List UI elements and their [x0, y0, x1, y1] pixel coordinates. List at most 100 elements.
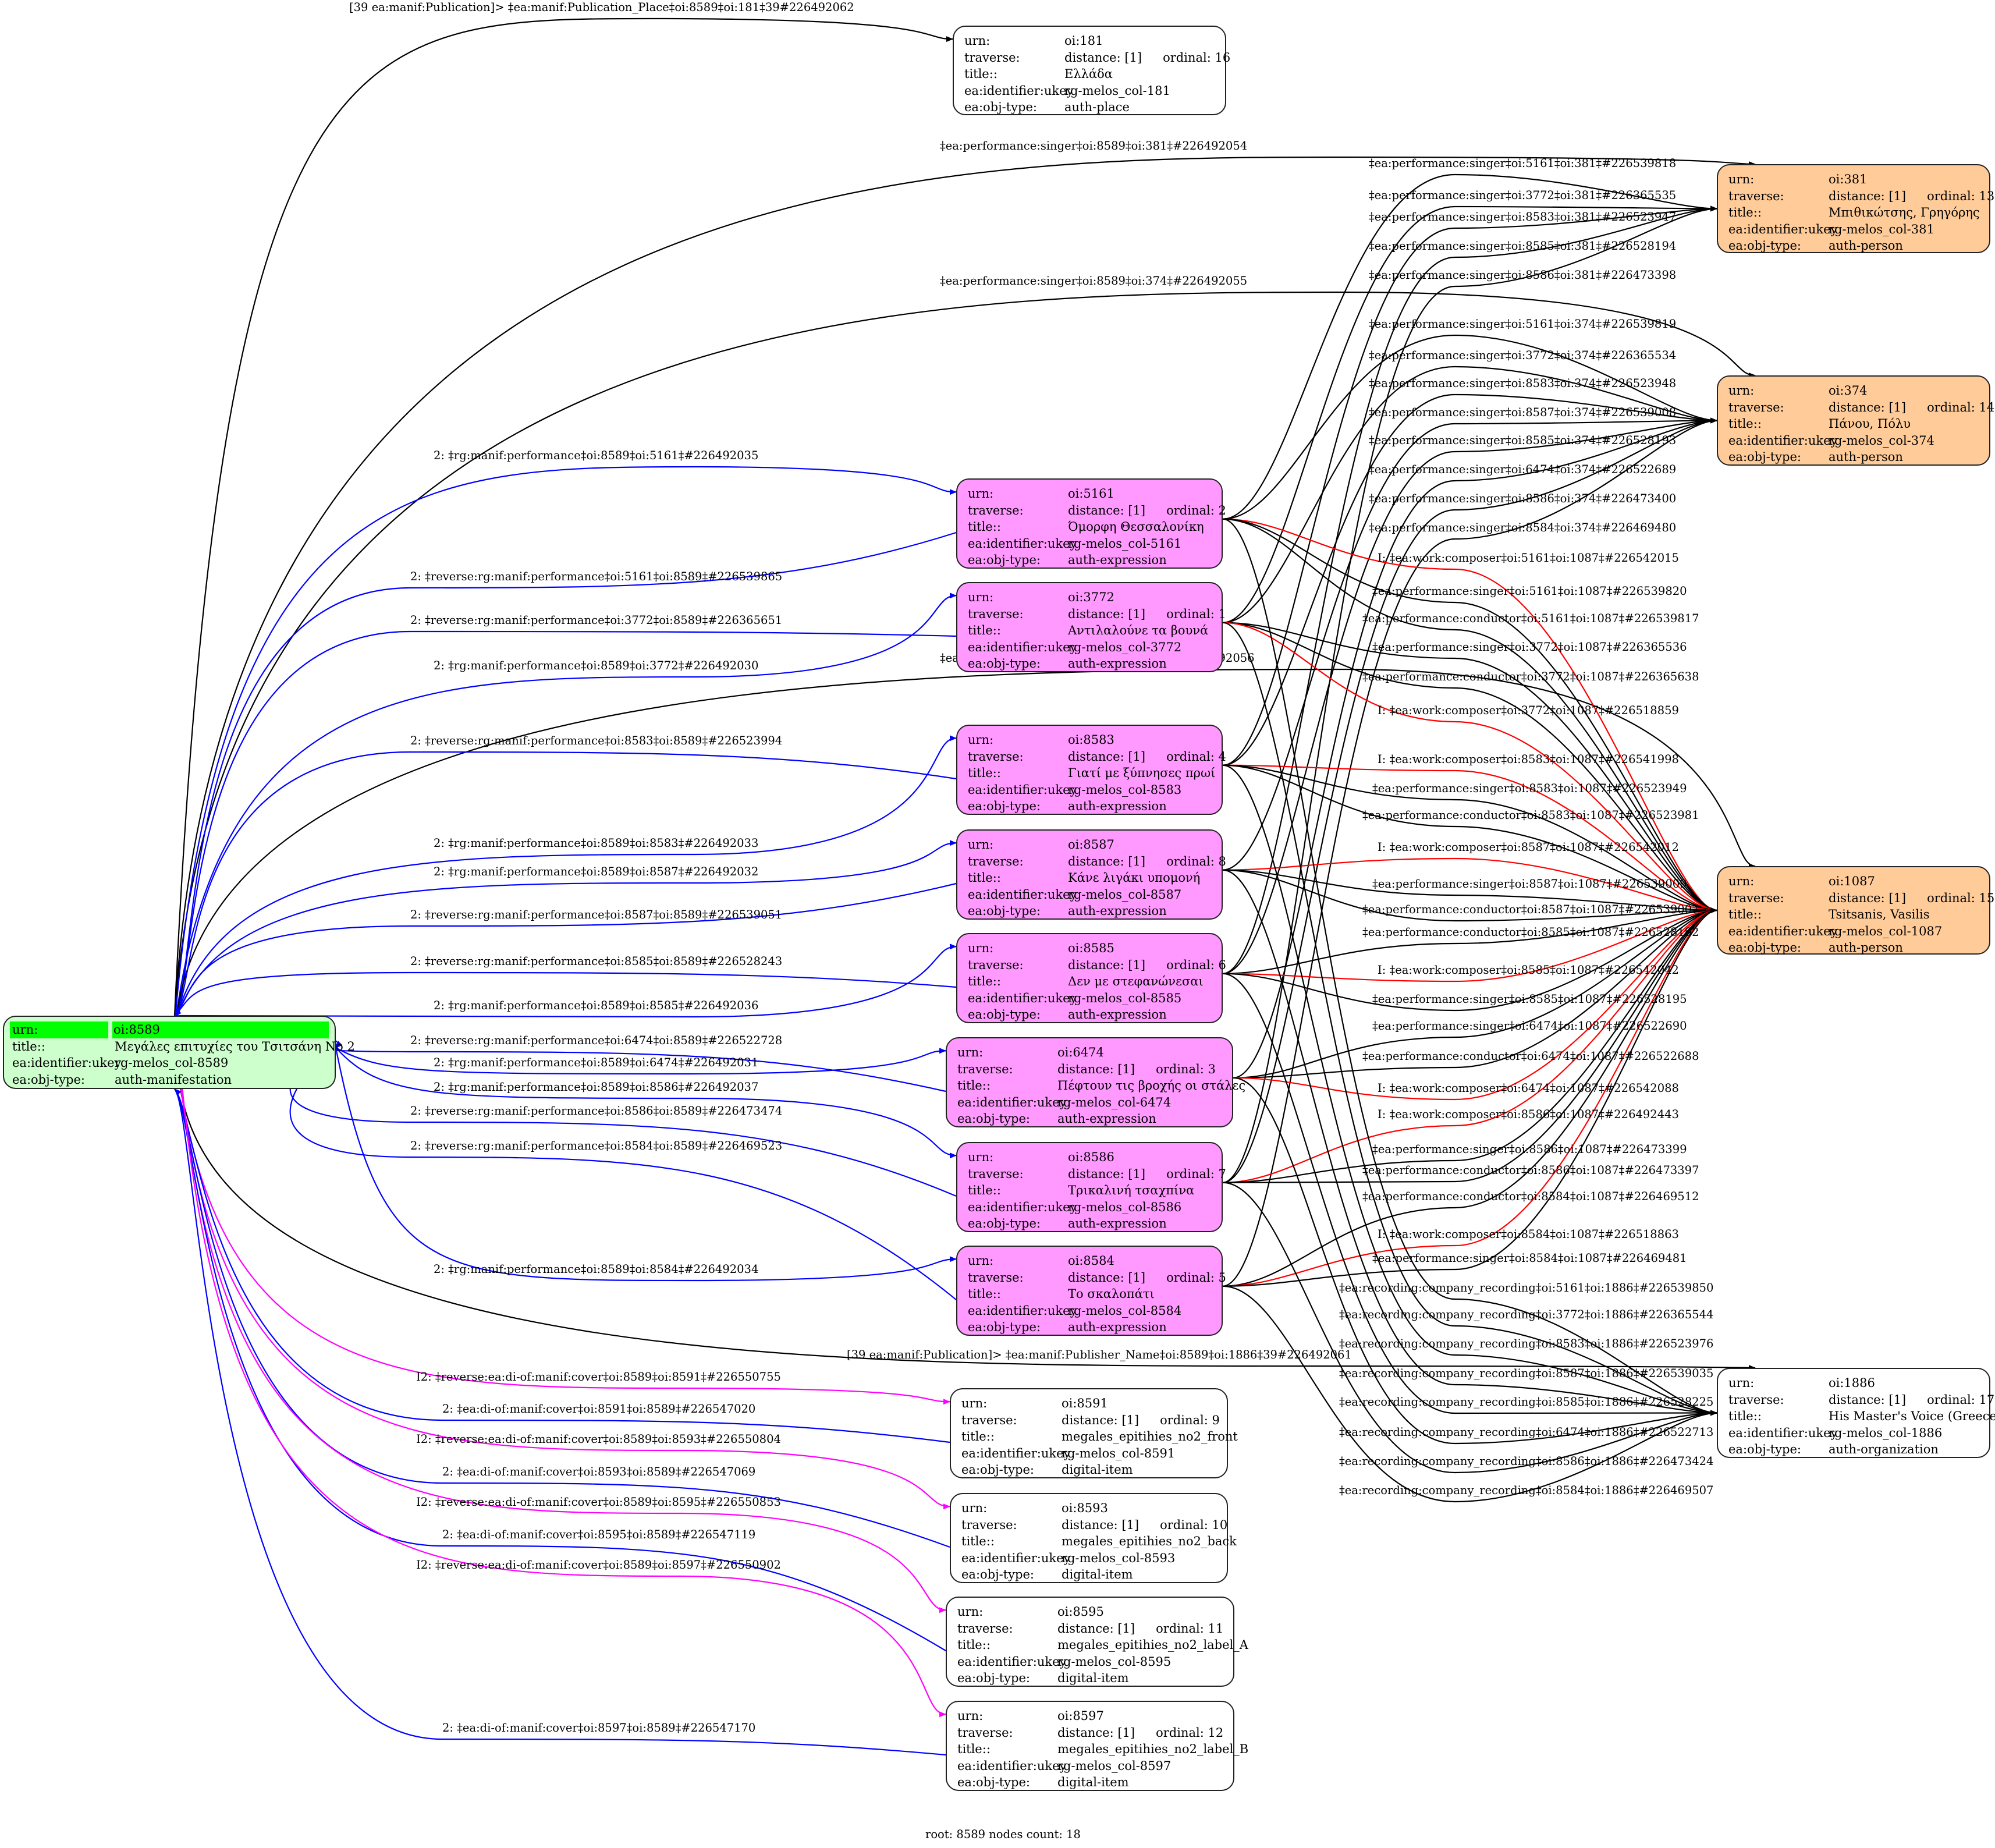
row-value-ukey: rg-melos_col-5161	[1068, 536, 1182, 551]
edge-label: ‡ea:recording:company_recording‡oi:3772‡…	[1339, 1308, 1714, 1321]
node-row-urn: urn:oi:8591	[961, 1395, 1216, 1412]
row-value-ordinal: ordinal: 1	[1166, 606, 1226, 621]
edge-label: 2: ‡ea:di-of:manif:cover‡oi:8591‡oi:8589…	[442, 1402, 756, 1416]
edge-label: ‡ea:performance:singer‡oi:5161‡oi:374‡#2…	[1369, 317, 1677, 331]
edge-label: ‡ea:performance:singer‡oi:8585‡oi:381‡#2…	[1369, 239, 1677, 253]
edge-label: ‡ea:recording:company_recording‡oi:8587‡…	[1339, 1367, 1714, 1380]
row-value-ordinal: ordinal: 11	[1156, 1621, 1224, 1636]
row-key: traverse:	[961, 1413, 1017, 1427]
row-key: title::	[957, 1742, 991, 1756]
node-row-urn: urn:oi:181	[964, 33, 1215, 49]
edge-label: ‡ea:performance:conductor‡oi:8584‡oi:108…	[1362, 1190, 1699, 1203]
edge-8589-to-8583	[176, 735, 957, 1016]
row-value-title: megales_epitihies_no2_front	[1062, 1430, 1238, 1443]
node-row-traverse: traverse:distance: [1]ordinal: 7	[968, 1166, 1226, 1183]
row-key: traverse:	[968, 1166, 1024, 1181]
edge-label: ‡ea:recording:company_recording‡oi:6474‡…	[1339, 1425, 1714, 1439]
row-key: ea:obj-type:	[957, 1671, 1030, 1685]
row-value-objtype: auth-person	[1829, 941, 1903, 955]
edge-8589-to-5161	[175, 466, 957, 1016]
row-key: title::	[1728, 205, 1762, 219]
row-value-urn: oi:1886	[1829, 1376, 1875, 1390]
node-row-urn: urn:oi:8585	[968, 940, 1211, 957]
node-row-title: title::Όμορφη Θεσσαλονίκη	[968, 519, 1211, 535]
node-row-title: title::Δεν με στεφανώνεσαι	[968, 973, 1211, 990]
edge-label: 2: ‡ea:di-of:manif:cover‡oi:8595‡oi:8589…	[442, 1528, 756, 1541]
row-key: traverse:	[1728, 1392, 1784, 1407]
row-value-ukey: rg-melos_col-1087	[1829, 924, 1943, 938]
row-value-title: Tsitsanis, Vasilis	[1829, 907, 1930, 921]
edge-3772-to-1087	[1222, 622, 1717, 913]
row-key: traverse:	[968, 957, 1024, 972]
node-row-traverse: traverse:distance: [1]ordinal: 14	[1728, 399, 1994, 416]
row-key: ea:identifier:ukey	[957, 1758, 1067, 1773]
edge-3772-to-374	[1222, 366, 1717, 623]
row-value-ukey: rg-melos_col-8593	[1062, 1551, 1176, 1565]
row-value-objtype: auth-expression	[1068, 799, 1167, 813]
edge-label: 2: ‡rg:manif:performance‡oi:8589‡oi:8585…	[434, 999, 759, 1012]
node-row-traverse: traverse:distance: [1]ordinal: 15	[1728, 890, 1994, 907]
edge-label: ‡ea:performance:singer‡oi:3772‡oi:1087‡#…	[1372, 640, 1687, 654]
edge-8583-to-1886	[1222, 764, 1717, 1416]
edge-8589-to-8595	[181, 1088, 946, 1613]
node-row-title: title::Γιατί με ξύπνησες πρωί	[968, 765, 1215, 782]
row-value-ordinal: ordinal: 14	[1927, 400, 1995, 414]
node-row-traverse: traverse:distance: [1]ordinal: 11	[957, 1620, 1223, 1637]
row-value-title: Πέφτουν τις βροχής οι στάλες	[1057, 1079, 1246, 1093]
node-row-objtype: ea:obj-type:auth-expression	[968, 655, 1211, 672]
edge-8584-to-1886	[1222, 1285, 1717, 1503]
edge-8589-to-381	[174, 156, 1756, 1016]
edge-label: ‡ea:performance:conductor‡oi:8586‡oi:108…	[1362, 1164, 1699, 1177]
row-value-ukey: rg-melos_col-6474	[1057, 1095, 1172, 1109]
row-key: ea:identifier:ukey	[957, 1654, 1067, 1669]
edge-label: 2: ‡reverse:rg:manif:performance‡oi:8584…	[410, 1139, 783, 1152]
row-key: urn:	[968, 1254, 994, 1268]
row-key: ea:identifier:ukey	[968, 991, 1077, 1005]
edge-label: ‡ea:performance:singer‡oi:8583‡oi:374‡#2…	[1369, 377, 1677, 390]
node-row: title::Μεγάλες επιτυχίες του Τσιτσάνη No…	[10, 1038, 355, 1055]
row-key: title::	[961, 1534, 995, 1548]
edge-label: I2: ‡reverse:ea:di-of:manif:cover‡oi:858…	[416, 1432, 781, 1446]
node-row-title: title::Πάνου, Πόλυ	[1728, 416, 1979, 432]
row-value-distance: distance: [1]	[1068, 1166, 1146, 1181]
row-key: ea:identifier:ukey	[964, 83, 1074, 98]
node-row-urn: urn:oi:381	[1728, 171, 1979, 188]
edge-label: ‡ea:performance:conductor‡oi:5161‡oi:108…	[1362, 612, 1699, 625]
row-key: title::	[964, 67, 997, 81]
row-key: traverse:	[968, 854, 1024, 868]
node-row-title: title::Κάνε λιγάκι υπομονή	[968, 870, 1211, 886]
row-value-ukey: rg-melos_col-8583	[1068, 782, 1182, 797]
edge-8585-to-1087	[1222, 907, 1717, 1012]
row-value-distance: distance: [1]	[1057, 1725, 1135, 1740]
edge-8587-to-1087	[1222, 857, 1717, 913]
row-key: title::	[1728, 907, 1762, 921]
edge-8585-to-1087	[1222, 907, 1717, 974]
row-value-title: Αντιλαλούνε τα βουνά	[1068, 623, 1209, 637]
node-row-urn: urn:oi:8597	[957, 1708, 1223, 1725]
row-key: traverse:	[964, 50, 1020, 65]
